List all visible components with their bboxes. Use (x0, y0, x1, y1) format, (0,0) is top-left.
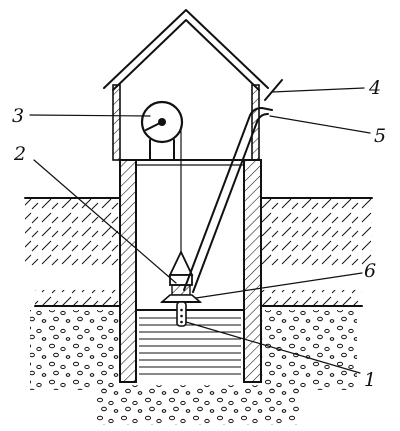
aquifer-boundary (34, 290, 363, 307)
pump-assembly (159, 249, 203, 303)
label-2: 2 (13, 143, 26, 165)
label-4: 4 (368, 77, 381, 99)
gravel-bed (30, 310, 357, 425)
label-1: 1 (364, 369, 376, 391)
intake-filter (176, 301, 187, 327)
label-3: 3 (12, 105, 24, 127)
winch-drum (140, 100, 184, 161)
label-6: 6 (364, 260, 376, 282)
well-house (103, 9, 269, 166)
ground-upper (24, 197, 373, 268)
water-body (135, 309, 245, 375)
leader-lines (29, 87, 371, 374)
discharge-pipe (183, 79, 283, 293)
label-5: 5 (374, 125, 386, 147)
